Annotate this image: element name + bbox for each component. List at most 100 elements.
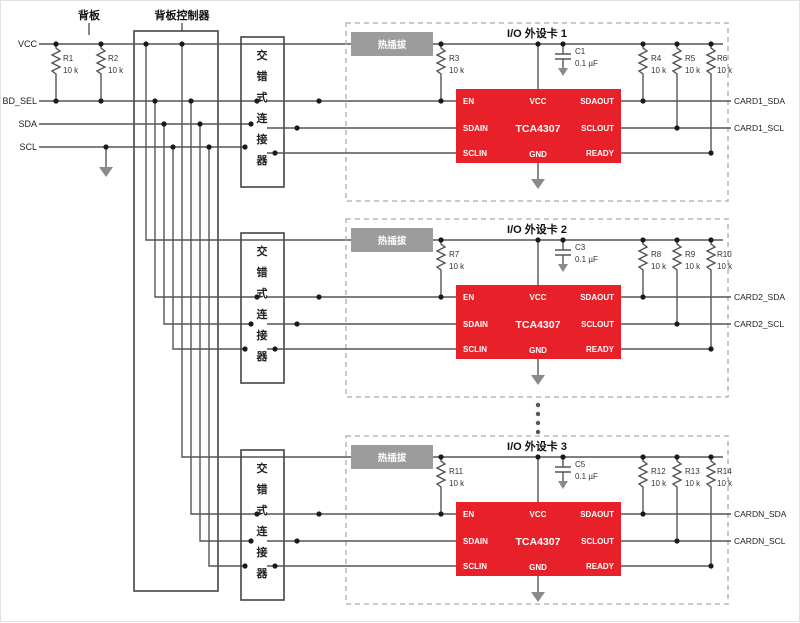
svg-text:式: 式: [257, 286, 268, 300]
svg-text:连: 连: [257, 307, 269, 321]
resistor-pullup-right-3: [706, 239, 716, 275]
decoupling-capacitor: [554, 456, 572, 482]
capacitor-name: C5: [575, 460, 586, 469]
card-scl-output-label: CARDN_SCL: [734, 536, 786, 546]
chip-TCA4307: [456, 502, 621, 576]
signal-scl-label: SCL: [19, 142, 37, 152]
card-boundary: [345, 22, 729, 202]
controller-routing-wires: [145, 44, 351, 567]
card-title: I/O 外设卡 2: [507, 222, 567, 236]
svg-text:SDAOUT: SDAOUT: [580, 293, 614, 302]
svg-text:式: 式: [257, 503, 268, 517]
resistor-pullup-right-2: [672, 456, 682, 492]
decoupling-capacitor: [554, 239, 572, 265]
resistor-value: 10 k: [717, 479, 733, 488]
resistor-pullup-left: [436, 456, 446, 492]
resistor-R2-value: 10 k: [108, 66, 124, 75]
svg-text:SCLOUT: SCLOUT: [581, 320, 614, 329]
resistor-value: 10 k: [651, 66, 667, 75]
resistor-name: R8: [651, 250, 662, 259]
chip-ground-icon: [531, 592, 545, 602]
resistor-value: 10 k: [449, 262, 465, 271]
svg-text:VCC: VCC: [530, 510, 547, 519]
svg-text:SDAIN: SDAIN: [463, 320, 488, 329]
chip-name: TCA4307: [516, 319, 561, 331]
io-card-3: I/O 外设卡 3 交 错 式 连 接 器 热插拔 R11 10 k C5 0.…: [240, 435, 787, 605]
svg-text:交: 交: [257, 461, 268, 475]
capacitor-name: C3: [575, 243, 586, 252]
card-boundary: [345, 435, 729, 605]
svg-text:式: 式: [257, 90, 268, 104]
svg-text:连: 连: [257, 111, 269, 125]
chip-pin-labels: EN VCC SDAOUT SDAIN TCA4307 SCLOUT SCLIN…: [463, 293, 615, 355]
svg-text:GND: GND: [529, 346, 547, 355]
chip-ground-icon: [531, 179, 545, 189]
staggered-connector-label: 交 错 式 连 接 器: [256, 461, 269, 580]
backplane-label: 背板: [78, 8, 101, 22]
card-boundary: [345, 218, 729, 398]
resistor-name: R11: [449, 467, 464, 476]
svg-text:SDAIN: SDAIN: [463, 124, 488, 133]
svg-text:接: 接: [257, 545, 268, 559]
svg-text:VCC: VCC: [530, 97, 547, 106]
svg-text:SCLIN: SCLIN: [463, 562, 487, 571]
svg-text:器: 器: [256, 567, 269, 580]
svg-text:连: 连: [257, 524, 269, 538]
resistor-name: R4: [651, 54, 662, 63]
capacitor-value: 0.1 µF: [575, 59, 598, 68]
chip-TCA4307: [456, 89, 621, 163]
svg-text:VCC: VCC: [530, 293, 547, 302]
resistor-value: 10 k: [685, 479, 701, 488]
resistor-pullup-right-2: [672, 239, 682, 275]
resistor-value: 10 k: [717, 66, 733, 75]
io-card-1: I/O 外设卡 1 交 错 式 连 接 器 热插拔 R3 10 k C1 0.1…: [240, 22, 785, 202]
backplane-bus-wires: [39, 43, 351, 148]
resistor-R1: [51, 43, 61, 79]
resistor-value: 10 k: [651, 262, 667, 271]
capacitor-ground-icon: [558, 264, 568, 272]
resistor-value: 10 k: [717, 262, 733, 271]
capacitor-ground-icon: [558, 481, 568, 489]
resistor-R1-value: 10 k: [63, 66, 79, 75]
chip-TCA4307: [456, 285, 621, 359]
resistor-value: 10 k: [685, 262, 701, 271]
resistor-pullup-right-3: [706, 43, 716, 79]
staggered-connector-label: 交 错 式 连 接 器: [256, 244, 269, 363]
card-title: I/O 外设卡 1: [507, 26, 567, 40]
resistor-pullup-right-3: [706, 456, 716, 492]
chip-pin-labels: EN VCC SDAOUT SDAIN TCA4307 SCLOUT SCLIN…: [463, 97, 615, 159]
svg-text:错: 错: [257, 482, 268, 496]
svg-text:SCLIN: SCLIN: [463, 149, 487, 158]
resistor-value: 10 k: [449, 66, 465, 75]
resistor-R1-name: R1: [63, 54, 74, 63]
card-wires: [267, 239, 731, 375]
resistor-name: R9: [685, 250, 696, 259]
svg-text:器: 器: [256, 350, 269, 363]
signal-bdsel-label: BD_SEL: [2, 96, 37, 106]
svg-text:GND: GND: [529, 563, 547, 572]
resistor-name: R12: [651, 467, 666, 476]
resistor-value: 10 k: [651, 479, 667, 488]
staggered-connector-label: 交 错 式 连 接 器: [256, 48, 269, 167]
resistor-name: R10: [717, 250, 732, 259]
svg-text:SDAOUT: SDAOUT: [580, 510, 614, 519]
signal-vcc-label: VCC: [18, 39, 38, 49]
resistor-value: 10 k: [685, 66, 701, 75]
svg-text:SCLIN: SCLIN: [463, 345, 487, 354]
resistor-name: R5: [685, 54, 696, 63]
capacitor-value: 0.1 µF: [575, 472, 598, 481]
card-scl-output-label: CARD1_SCL: [734, 123, 784, 133]
svg-text:READY: READY: [586, 345, 615, 354]
hot-swap-label: 热插拔: [378, 235, 407, 247]
resistor-pullup-left: [436, 239, 446, 275]
resistor-name: R7: [449, 250, 460, 259]
card-junction-dots: [272, 454, 714, 569]
signal-sda-label: SDA: [18, 119, 37, 129]
svg-text:交: 交: [257, 244, 268, 258]
resistor-pullup-right-1: [638, 43, 648, 79]
backplane-controller-box: [133, 30, 219, 592]
svg-text:错: 错: [257, 69, 268, 83]
hot-swap-pad: [351, 445, 433, 469]
